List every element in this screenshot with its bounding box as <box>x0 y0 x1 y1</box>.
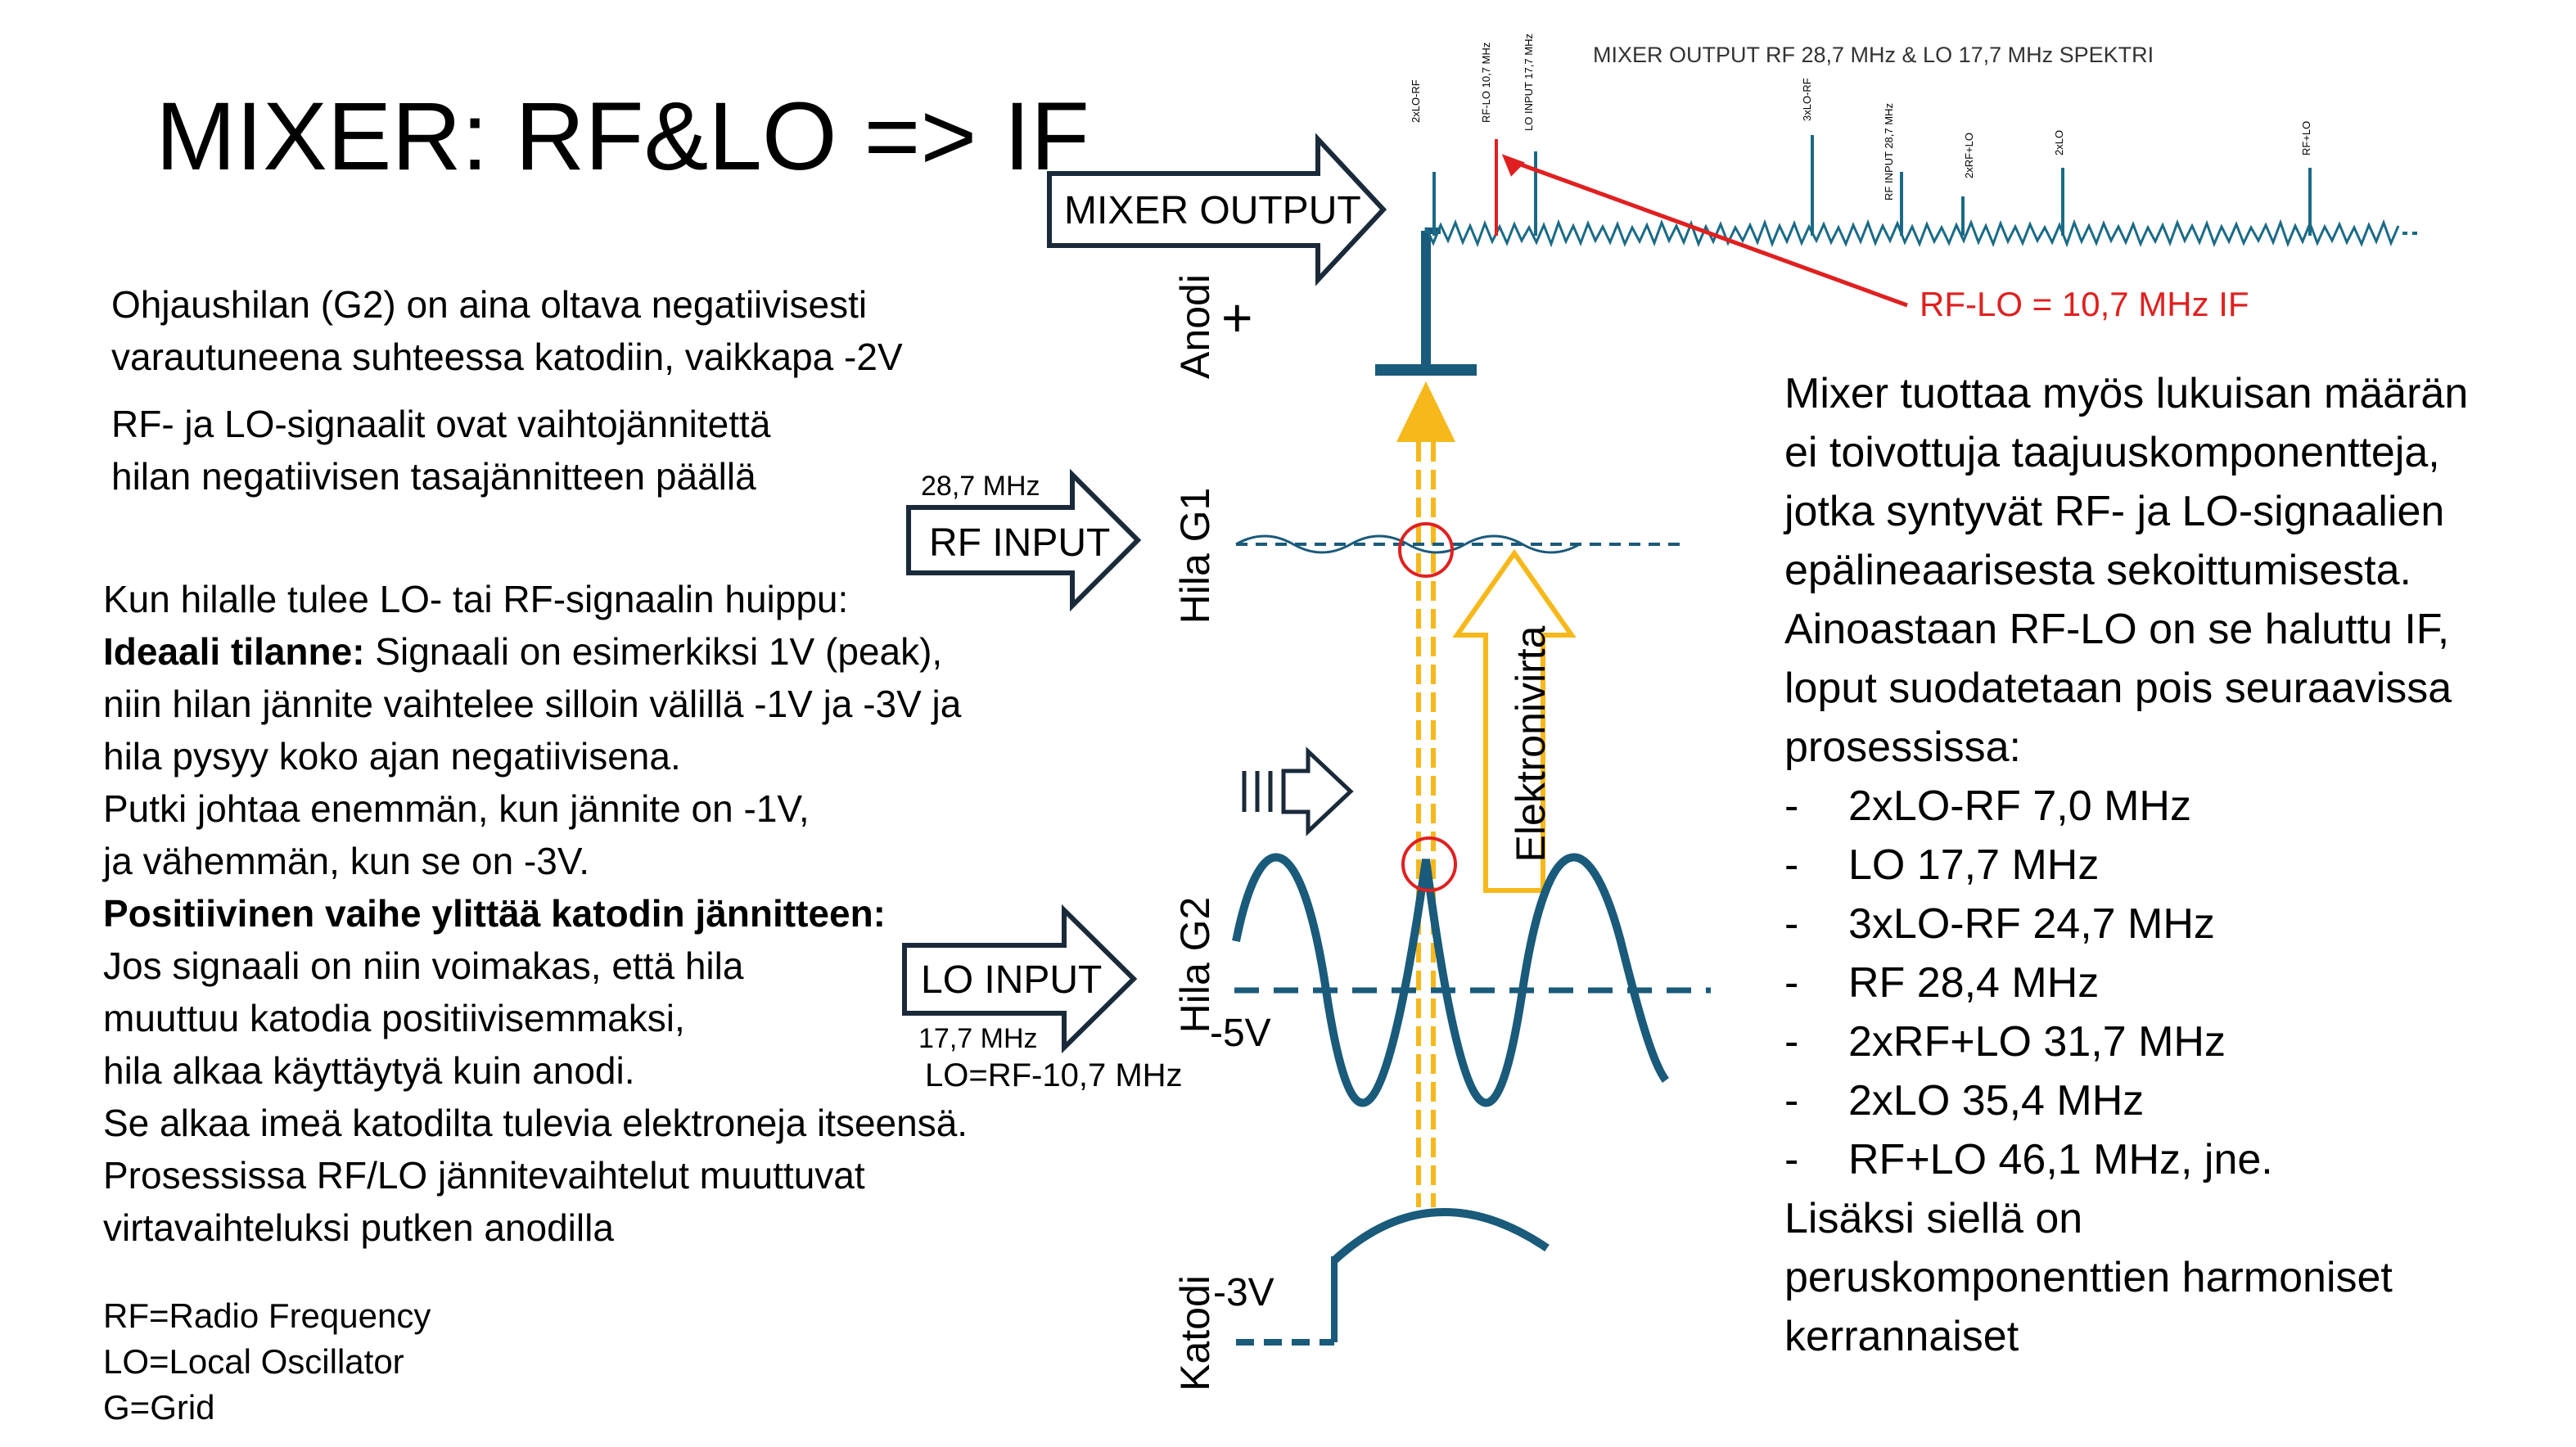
peak-label: RF-LO 10,7 MHz <box>1480 42 1492 123</box>
list-item-text: 2xRF+LO 31,7 MHz <box>1848 1018 2226 1066</box>
grid-g1-label: Hila G1 <box>1172 487 1218 624</box>
peak-label: 2xLO <box>2053 129 2065 156</box>
mixer-output-label: MIXER OUTPUT <box>1064 189 1361 232</box>
body-text: Kun hilalle tulee LO- tai RF-signaalin h… <box>103 573 968 1254</box>
positive-heading: Positiivinen vaihe ylittää katodin jänni… <box>103 892 886 935</box>
spectrum-noise <box>1424 219 2400 248</box>
body-line: Kun hilalle tulee LO- tai RF-signaalin h… <box>103 578 849 620</box>
legend-g: G=Grid <box>103 1388 215 1427</box>
right-line: Lisäksi siellä on <box>1784 1195 2083 1242</box>
abbreviation-legend: RF=Radio Frequency LO=Local Oscillator G… <box>103 1293 431 1431</box>
if-pointer-line <box>1509 158 1908 308</box>
peak-label: 2xLO-RF <box>1410 79 1422 123</box>
list-dash: - <box>1784 959 1799 1007</box>
list-dash: - <box>1784 841 1799 889</box>
right-line: ei toivottuja taajuuskomponentteja, <box>1784 429 2440 476</box>
right-description: Mixer tuottaa myös lukuisan määrän ei to… <box>1784 364 2468 1366</box>
right-line: prosessissa: <box>1784 724 2021 771</box>
intro-text: Ohjaushilan (G2) on aina oltava negatiiv… <box>111 278 903 503</box>
lo-input-arrow <box>902 904 1138 1054</box>
list-item-text: 3xLO-RF 24,7 MHz <box>1848 900 2215 948</box>
signal-indicator-arrow <box>1242 746 1354 836</box>
if-pointer-head <box>1501 154 1525 177</box>
right-line: Ainoastaan RF-LO on se haluttu IF, <box>1784 606 2450 653</box>
body-line: Jos signaali on niin voimakas, että hila <box>103 944 744 987</box>
rf-frequency: 28,7 MHz <box>921 471 1040 502</box>
right-line: jotka syntyvät RF- ja LO-signaalien <box>1784 488 2445 535</box>
spectrum-title: MIXER OUTPUT RF 28,7 MHz & LO 17,7 MHz S… <box>1593 43 2154 67</box>
cathode-arc <box>1331 1208 1550 1264</box>
g1-peak-marker <box>1398 522 1454 578</box>
body-line: hila pysyy koko ajan negatiivisena. <box>103 735 681 778</box>
g2-peak-marker <box>1401 836 1457 892</box>
peak-label: RF INPUT 28,7 MHz <box>1883 103 1895 201</box>
right-line: loput suodatetaan pois seuraavissa <box>1784 665 2452 712</box>
body-line: niin hilan jännite vaihtelee silloin väl… <box>103 683 962 725</box>
lo-equation: LO=RF-10,7 MHz <box>925 1057 1183 1093</box>
list-dash: - <box>1784 900 1799 948</box>
body-line: Ideaali tilanne: Signaali on esimerkiksi… <box>103 625 968 678</box>
ideal-heading: Ideaali tilanne: <box>103 630 365 673</box>
list-item: - 2xRF+LO 31,7 MHz <box>1784 1012 2468 1071</box>
right-line: Mixer tuottaa myös lukuisan määrän <box>1784 370 2469 417</box>
body-line: ja vähemmän, kun se on -3V. <box>103 840 590 882</box>
right-line: epälineaarisesta sekoittumisesta. <box>1784 547 2411 594</box>
body-line: muuttuu katodia positiivisemmaksi, <box>103 997 685 1039</box>
electron-flow-label: Elektronivirta <box>1508 625 1554 863</box>
grid-g2-wave <box>1232 853 1670 1107</box>
list-item-text: LO 17,7 MHz <box>1848 841 2100 889</box>
list-dash: - <box>1784 782 1799 830</box>
lo-frequency: 17,7 MHz <box>918 1023 1038 1054</box>
rf-input-arrow <box>906 468 1142 612</box>
list-item: - 3xLO-RF 24,7 MHz <box>1784 895 2468 953</box>
grid-g1-wave <box>1235 534 1581 554</box>
right-line: peruskomponenttien harmoniset <box>1784 1254 2393 1301</box>
ideal-text: Signaali on esimerkiksi 1V (peak), <box>364 630 943 673</box>
electron-flow-arrow <box>1452 548 1577 893</box>
peak-label: LO INPUT 17,7 MHz <box>1523 34 1535 131</box>
anode-label: Anodi <box>1172 274 1218 379</box>
list-item: - LO 17,7 MHz <box>1784 836 2468 895</box>
intro-line: RF- ja LO-signaalit ovat vaihtojännitett… <box>111 403 771 445</box>
intro-line: Ohjaushilan (G2) on aina oltava negatiiv… <box>111 283 868 326</box>
list-item: - RF 28,4 MHz <box>1784 953 2468 1012</box>
list-item: - 2xLO 35,4 MHz <box>1784 1071 2468 1130</box>
body-line: Putki johtaa enemmän, kun jännite on -1V… <box>103 787 810 830</box>
body-line: hila alkaa käyttäytyä kuin anodi. <box>103 1049 635 1092</box>
mixer-output-arrow <box>1047 133 1387 286</box>
list-item-text: 2xLO-RF 7,0 MHz <box>1848 782 2191 830</box>
list-item-text: 2xLO 35,4 MHz <box>1848 1077 2145 1125</box>
electron-beam-head <box>1396 381 1455 442</box>
peak-label: 2xRF+LO <box>1963 133 1975 178</box>
page-title: MIXER: RF&LO => IF <box>156 83 1089 191</box>
body-line: virtavaihteluksi putken anodilla <box>103 1206 614 1249</box>
anode-plus-sign: + <box>1221 287 1253 348</box>
cathode-voltage: -3V <box>1213 1271 1274 1314</box>
if-label: RF-LO = 10,7 MHz IF <box>1920 285 2249 323</box>
list-item-text: RF 28,4 MHz <box>1848 959 2100 1007</box>
intro-line: varautuneena suhteessa katodiin, vaikkap… <box>111 336 903 378</box>
list-item: - RF+LO 46,1 MHz, jne. <box>1784 1130 2468 1189</box>
list-item-text: RF+LO 46,1 MHz, jne. <box>1848 1136 2273 1183</box>
list-dash: - <box>1784 1077 1799 1125</box>
list-dash: - <box>1784 1136 1799 1183</box>
right-line: kerrannaiset <box>1784 1313 2019 1360</box>
body-line: Prosessissa RF/LO jännitevaihtelut muutt… <box>103 1154 865 1197</box>
peak-label: RF+LO <box>2300 120 2312 156</box>
peak-label: 3xLO-RF <box>1801 78 1813 121</box>
list-dash: - <box>1784 1018 1799 1066</box>
intro-line: hilan negatiivisen tasajännitteen päällä <box>111 455 756 498</box>
rf-input-label: RF INPUT <box>929 521 1111 565</box>
legend-lo: LO=Local Oscillator <box>103 1342 404 1381</box>
cathode-label: Katodi <box>1172 1275 1218 1391</box>
list-item: - 2xLO-RF 7,0 MHz <box>1784 777 2468 836</box>
legend-rf: RF=Radio Frequency <box>103 1296 431 1335</box>
g2-voltage: -5V <box>1210 1012 1271 1055</box>
lo-input-label: LO INPUT <box>921 958 1103 1002</box>
body-line: Se alkaa imeä katodilta tulevia elektron… <box>103 1102 968 1144</box>
